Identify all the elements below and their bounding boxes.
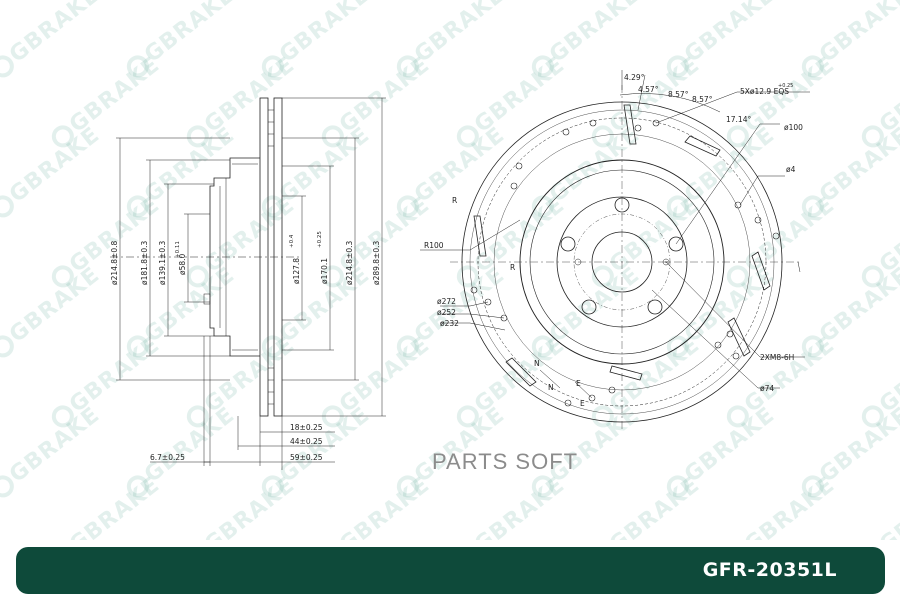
- radius-r100: R100: [424, 241, 444, 250]
- section-n-1: N: [534, 359, 540, 368]
- dim-289: ø289.8±0.3: [372, 241, 381, 285]
- holes-tol: +0.25: [778, 83, 793, 89]
- vent-vanes: [268, 109, 274, 405]
- width-dim-lines: [150, 336, 335, 470]
- dim-58-tol: +0.11: [175, 241, 181, 258]
- angle-17-14: 17.14°: [726, 115, 751, 124]
- thread-spec: 2XM8-6H: [760, 353, 794, 362]
- dim-170: ø170.1: [320, 258, 329, 284]
- holes-spec: 5Xø12.9 EQS: [740, 87, 789, 96]
- section-e-1: E: [576, 379, 581, 388]
- angle-4-29: 4.29°: [624, 73, 645, 82]
- radius-r-top: R: [452, 196, 457, 205]
- dim-214-inner: ø214.8±0.3: [345, 241, 354, 285]
- dim-4: ø4: [786, 165, 796, 174]
- dim-272: ø272: [437, 297, 456, 306]
- dim-214-outer: ø214.8±0.8: [110, 241, 119, 285]
- angle-8-57-a: 8.57°: [668, 90, 689, 99]
- dim-44: 44±0.25: [290, 437, 323, 446]
- front-view: [420, 70, 810, 430]
- drilled-holes: [470, 119, 780, 407]
- slots: [473, 104, 771, 387]
- dim-181: ø181.8±0.3: [140, 241, 149, 285]
- dim-127: ø127.8: [292, 258, 301, 284]
- dim-139: ø139.1±0.3: [158, 241, 167, 285]
- dim-100: ø100: [784, 123, 803, 132]
- side-view-labels: ø214.8±0.8 ø181.8±0.3 ø139.1±0.3 ø58.0 +…: [110, 231, 381, 462]
- side-section-view: [110, 97, 386, 470]
- dim-74: ø74: [760, 384, 774, 393]
- dim-18: 18±0.25: [290, 423, 323, 432]
- diameter-dim-lines: [116, 97, 386, 417]
- section-n-2: N: [548, 383, 554, 392]
- leader-lines: [420, 70, 810, 399]
- section-e-2: E: [580, 399, 585, 408]
- dim-6-7: 6.7±0.25: [150, 453, 185, 462]
- angle-4-57: 4.57°: [638, 85, 659, 94]
- wheel-bolt-holes: [560, 197, 684, 315]
- part-number: GFR-20351L: [702, 559, 837, 581]
- dim-127-tol: +0.4: [289, 234, 295, 248]
- dim-252: ø252: [437, 308, 456, 317]
- footer-bar: GFR-20351L: [16, 547, 885, 594]
- front-view-labels: 4.29° 4.57° 8.57° 8.57° 17.14° 5Xø12.9 E…: [424, 73, 803, 408]
- radius-r-inner: R: [510, 263, 515, 272]
- parts-soft-overlay: PARTS SOFT: [432, 449, 579, 474]
- angle-8-57-b: 8.57°: [692, 95, 713, 104]
- dim-58: ø58.0: [178, 253, 187, 275]
- dim-59: 59±0.25: [290, 453, 323, 462]
- dim-232: ø232: [440, 319, 459, 328]
- dim-170-tol: +0.25: [317, 231, 323, 248]
